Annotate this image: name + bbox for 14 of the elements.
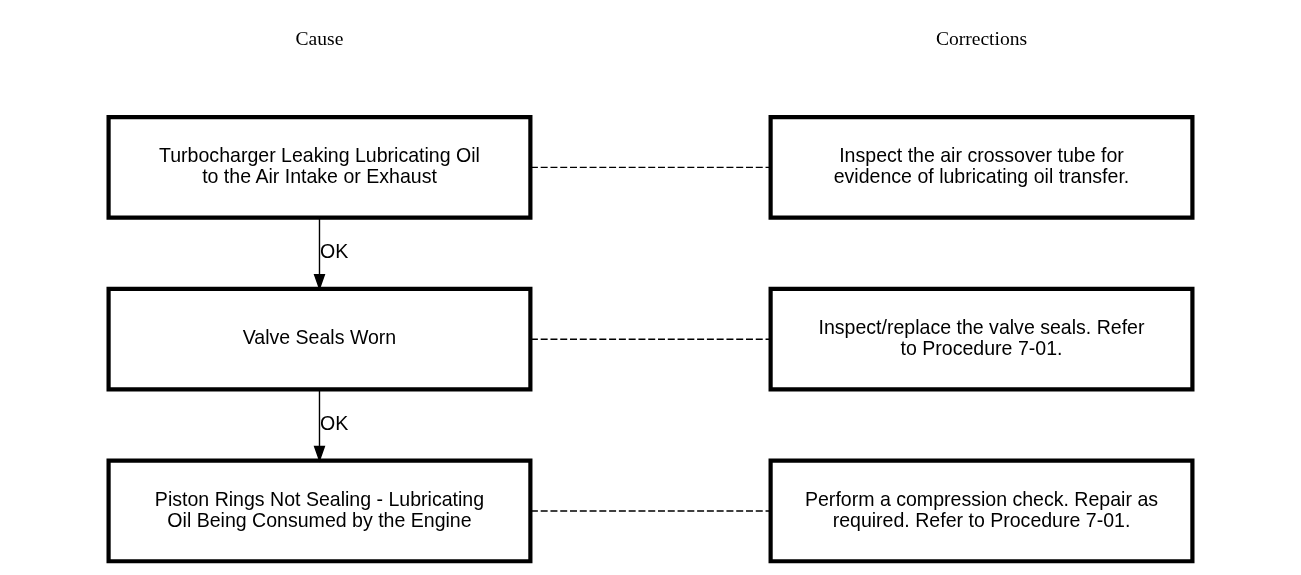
edge-label: OK [320,412,349,435]
node-box: Turbocharger Leaking Lubricating Oil to the Air Intake or Exhaust [106,115,533,220]
label: Corrections [935,27,1028,49]
edge-label: OK [320,240,349,263]
node-box: Valve Seals Worn [106,286,533,392]
label: Cause [295,27,344,49]
node-box: Inspect/replace the valve seals. Refer to Procedure 7-01. [768,286,1195,392]
connector [530,166,771,169]
node-box: Perform a compression check. Repair as required. Refer to Procedure 7-01. [768,458,1195,564]
connector [530,338,771,340]
node-box: Inspect the air crossover tube for evidence of lubricating oil transfer. [768,115,1195,220]
node-box: Piston Rings Not Sealing - Lubricating Oil Being Consumed by the Engine [106,458,533,564]
arrow [313,389,326,463]
connector [530,510,771,512]
